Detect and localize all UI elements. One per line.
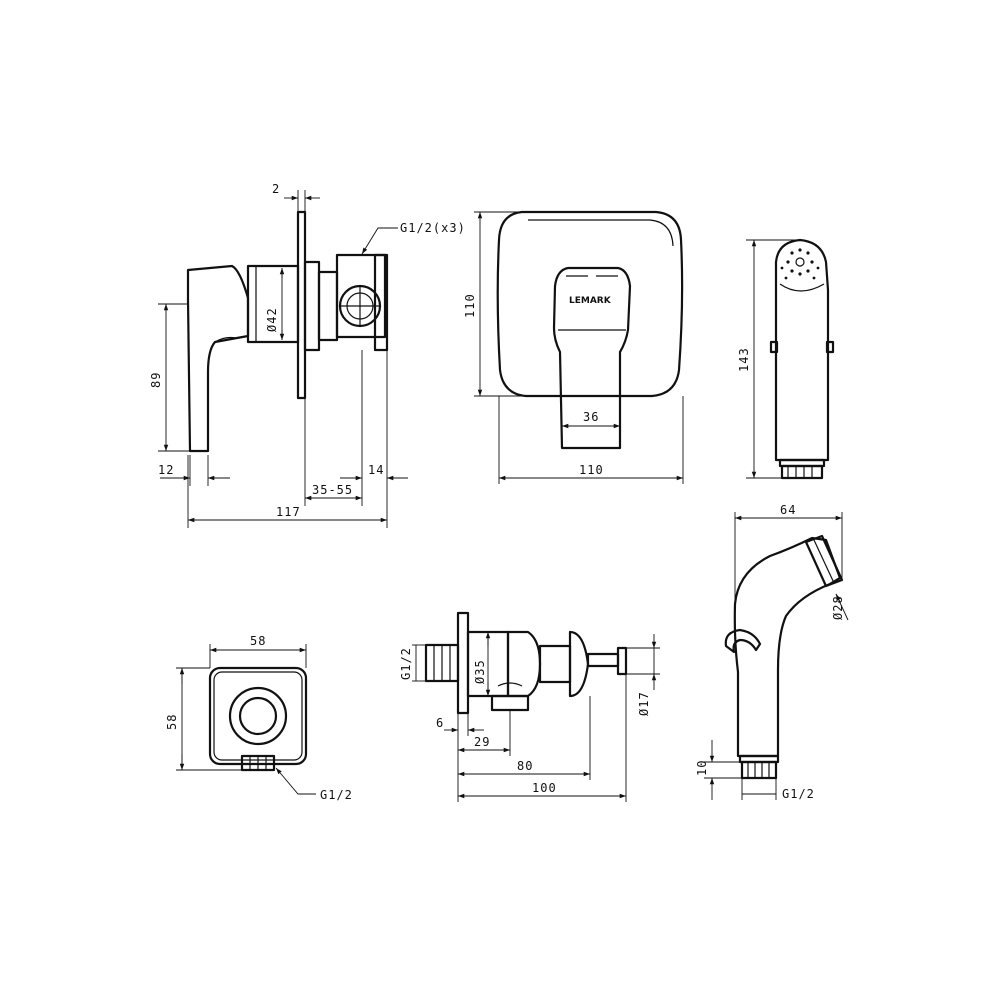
handset-front-view: 143 — [737, 238, 835, 480]
dim-lever-offset: 12 — [158, 463, 174, 477]
mixer-side-view: 2 G1/2(x3) Ø42 89 12 35-55 14 — [149, 182, 466, 528]
wall-outlet-plate — [208, 666, 308, 766]
dim-plate-thickness: 2 — [272, 182, 280, 196]
handset-side-view: 64 Ø28 10 G1/2 — [695, 503, 849, 801]
lever-neck — [246, 264, 300, 344]
dim-valve-depth: 14 — [368, 463, 384, 477]
wall-outlet-view: 58 58 G1/2 — [165, 634, 353, 802]
lever-side — [186, 264, 250, 453]
outlet-ring — [228, 686, 288, 746]
handset-thread-front — [780, 464, 824, 480]
dim-valve-flange: 6 — [436, 716, 444, 730]
label-connection-thread: G1/2(x3) — [400, 221, 466, 235]
dim-handset-length: 143 — [737, 347, 751, 372]
valve-flange — [456, 611, 470, 715]
dim-outlet-width: 58 — [250, 634, 266, 648]
dim-valve-knob-diameter: Ø17 — [637, 691, 651, 716]
handset-body-side — [733, 536, 842, 758]
wall-plate-front — [496, 210, 684, 398]
dim-handset-head-diameter: Ø28 — [831, 595, 845, 620]
label-outlet-thread: G1/2 — [320, 788, 353, 802]
handset-body-front — [774, 238, 830, 462]
dim-valve-body-diameter: Ø35 — [473, 659, 487, 684]
dim-valve-knob-offset: 80 — [517, 759, 533, 773]
dim-valve-outlet-offset: 29 — [474, 735, 490, 749]
valve-housing — [335, 253, 387, 339]
dim-plate-height: 110 — [463, 293, 477, 318]
dim-lever-width: 36 — [583, 410, 599, 424]
dim-valve-inlet-thread: G1/2 — [399, 647, 413, 680]
dim-lever-height: 89 — [149, 372, 163, 388]
handset-thread-side — [740, 760, 778, 780]
dim-body-diameter: Ø42 — [265, 307, 279, 332]
label-handset-thread: G1/2 — [782, 787, 815, 801]
valve-outlet — [490, 694, 530, 712]
dim-handset-thread-length: 10 — [695, 760, 709, 776]
brand-logo: LEMARK — [569, 296, 612, 306]
angle-valve-view: G1/2 Ø35 Ø17 6 29 80 — [399, 611, 660, 802]
dim-install-depth: 35-55 — [312, 483, 353, 497]
lever-front — [552, 266, 632, 450]
dim-valve-total-length: 100 — [532, 781, 557, 795]
dim-outlet-height: 58 — [165, 714, 179, 730]
mixer-front-view: LEMARK 110 36 110 — [463, 210, 684, 484]
valve-knob — [616, 646, 628, 676]
spray-nozzle — [780, 248, 820, 280]
dim-plate-width: 110 — [579, 463, 604, 477]
dim-handset-width: 64 — [780, 503, 796, 517]
dim-total-depth: 117 — [276, 505, 301, 519]
handset-trigger — [724, 628, 762, 654]
